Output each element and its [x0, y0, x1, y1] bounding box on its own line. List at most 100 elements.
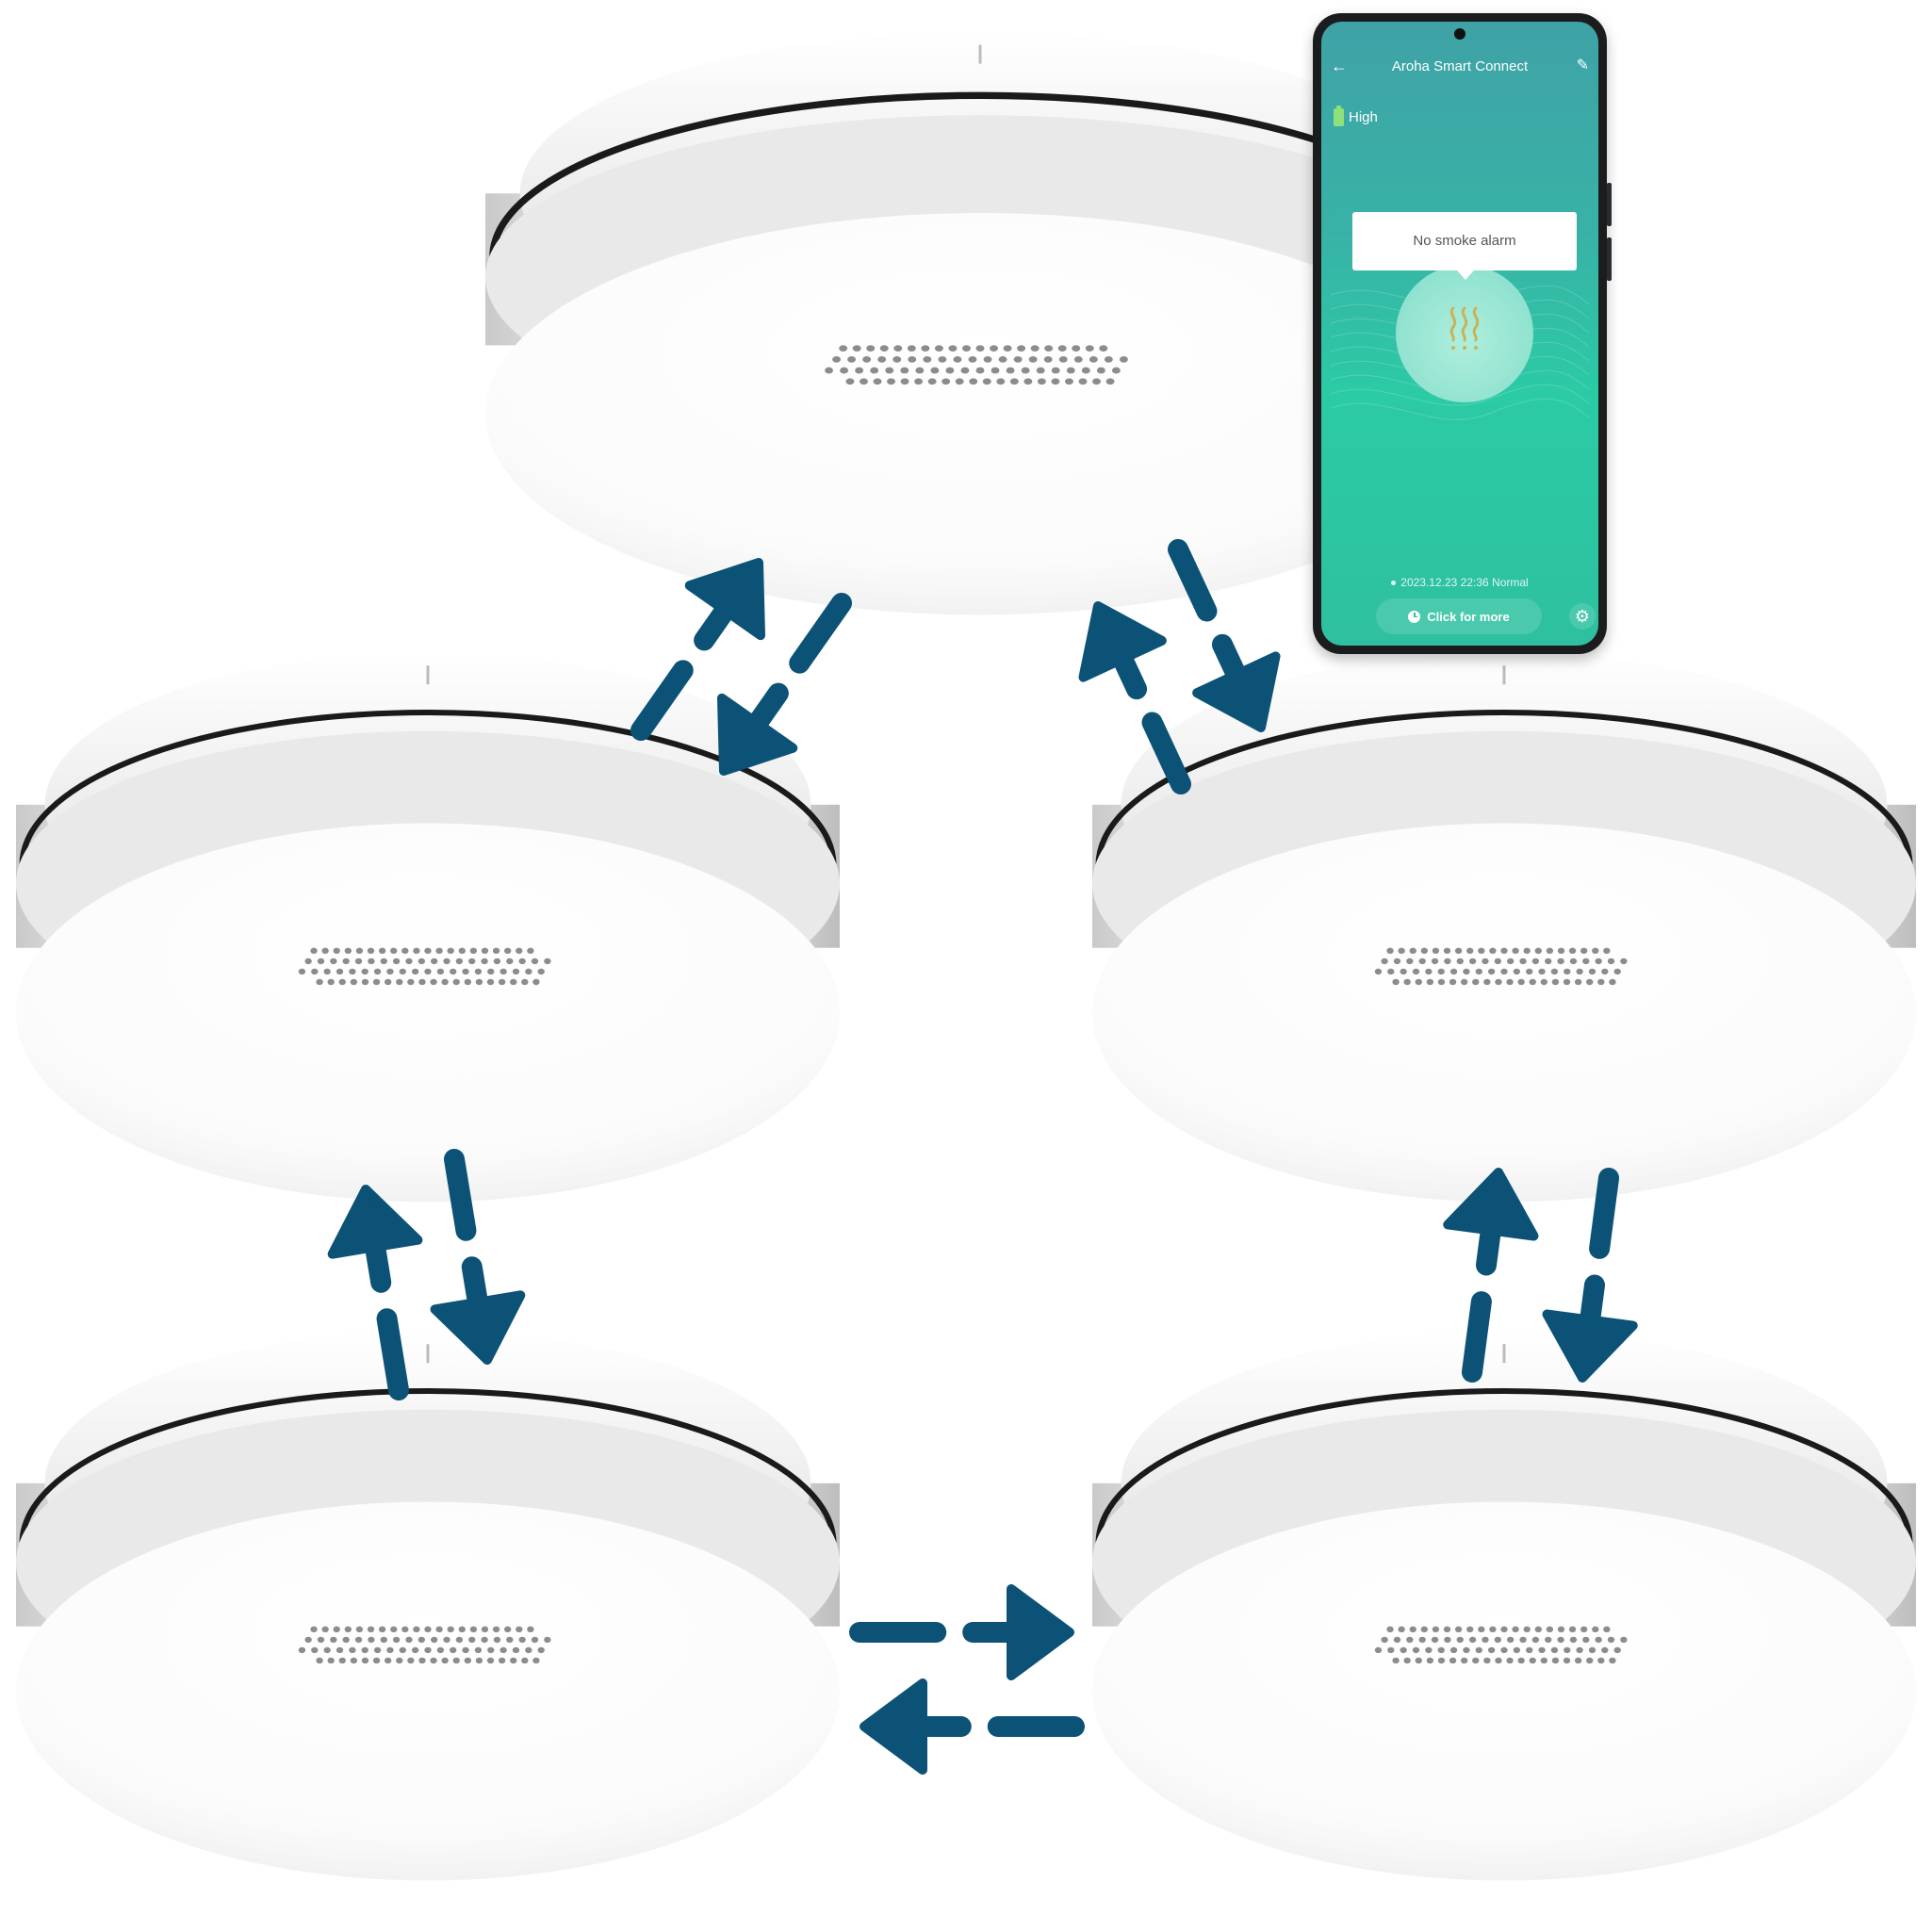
grille-hole [1374, 1646, 1383, 1654]
grille-hole [512, 968, 520, 975]
back-arrow-icon[interactable]: ← [1331, 57, 1348, 75]
grille-hole [1519, 1636, 1527, 1644]
grille-hole [481, 947, 489, 955]
grille-hole [510, 1657, 517, 1664]
arrow-head [860, 1678, 927, 1775]
grille-hole [1531, 958, 1540, 965]
grille-hole [1387, 968, 1395, 975]
arrow-shaft [1112, 648, 1148, 700]
grille-hole [1500, 947, 1508, 955]
pencil-icon[interactable]: ✎ [1576, 57, 1589, 74]
grille-hole [435, 947, 443, 955]
arrow-shaft [746, 682, 789, 734]
grille-hole [1500, 1626, 1508, 1633]
grille-hole [1406, 1636, 1414, 1644]
detector-face [485, 213, 1475, 615]
grille-hole [1576, 968, 1583, 975]
grille-hole [941, 378, 951, 385]
grille-hole [832, 355, 842, 363]
grille-hole [498, 1657, 506, 1664]
grille-hole [1568, 1626, 1577, 1633]
front-camera [1454, 28, 1465, 40]
grille-hole [518, 1636, 526, 1644]
status-message: No smoke alarm [1352, 212, 1577, 280]
grille-hole [1006, 367, 1015, 374]
grille-hole [1432, 947, 1440, 955]
detector-middle-right [1092, 652, 1916, 1203]
grille-hole [1482, 1636, 1489, 1644]
grille-hole [873, 378, 882, 385]
grille-hole [486, 978, 495, 986]
grille-hole [1437, 978, 1446, 986]
grille-hole [349, 1646, 356, 1654]
grille-hole [386, 968, 394, 975]
grille-hole [503, 1626, 512, 1633]
click-for-more-button[interactable]: Click for more [1376, 598, 1542, 634]
grille-hole [418, 1636, 426, 1644]
grille-hole [1489, 947, 1497, 955]
grille-hole [481, 958, 488, 965]
detector-vent-seam [1095, 710, 1913, 865]
grille-hole [1489, 1626, 1497, 1633]
grille-hole [516, 947, 523, 955]
detector-vent-seam [1095, 1388, 1913, 1544]
clock-icon [1408, 610, 1421, 623]
detectors-layer [16, 31, 1916, 1881]
detector-face [1092, 1501, 1916, 1881]
detector-middle-left [16, 652, 840, 1203]
detector-speaker-grille [1374, 947, 1628, 986]
app-screen: ← Aroha Smart Connect ✎ High [1321, 22, 1598, 646]
grille-hole [1607, 1636, 1615, 1644]
sensor-status-circle [1396, 265, 1533, 402]
grille-hole [1460, 1657, 1468, 1664]
grille-hole [424, 968, 432, 975]
grille-hole [1023, 378, 1033, 385]
grille-hole [1392, 1657, 1400, 1664]
grille-hole [1483, 1657, 1491, 1664]
grille-hole [452, 1657, 460, 1664]
grille-hole [469, 1626, 478, 1633]
grille-hole [866, 345, 876, 352]
grille-hole [948, 345, 958, 352]
grille-hole [1478, 1626, 1485, 1633]
arrow-head [1192, 651, 1281, 732]
grille-hole [1525, 968, 1533, 975]
grille-hole [1426, 978, 1434, 986]
grille-hole [1495, 978, 1502, 986]
grille-hole [1409, 947, 1416, 955]
arrow-head [1007, 1584, 1074, 1680]
grille-hole [914, 378, 924, 385]
log-entry-text: 2023.12.23 22:36 Normal [1400, 576, 1529, 589]
grille-hole [481, 1626, 489, 1633]
grille-hole [1582, 958, 1590, 965]
grille-hole [862, 355, 872, 363]
gear-icon[interactable]: ⚙ [1569, 603, 1596, 630]
grille-hole [317, 1636, 325, 1644]
grille-hole [386, 1646, 394, 1654]
grille-hole [441, 978, 449, 986]
grille-hole [1538, 968, 1546, 975]
arrow-head [327, 1185, 423, 1259]
grille-hole [1437, 1657, 1446, 1664]
grille-hole [1099, 345, 1108, 352]
grille-hole [1044, 345, 1054, 352]
grille-hole [1550, 968, 1559, 975]
grille-hole [378, 1626, 386, 1633]
grille-hole [879, 345, 889, 352]
link-arrow [1078, 601, 1191, 794]
grille-hole [1512, 1626, 1519, 1633]
grille-hole [531, 1636, 539, 1644]
grille-hole [982, 378, 991, 385]
grille-hole [537, 1646, 545, 1654]
grille-hole [847, 355, 857, 363]
grille-hole [531, 958, 539, 965]
grille-hole [441, 1657, 449, 1664]
grille-hole [373, 1646, 382, 1654]
grille-hole [310, 1626, 318, 1633]
grille-hole [1513, 1646, 1521, 1654]
grille-hole [316, 978, 323, 986]
grille-hole [1465, 1626, 1474, 1633]
grille-hole [311, 1646, 319, 1654]
link-arrow [430, 1149, 526, 1365]
grille-hole [1494, 1636, 1502, 1644]
